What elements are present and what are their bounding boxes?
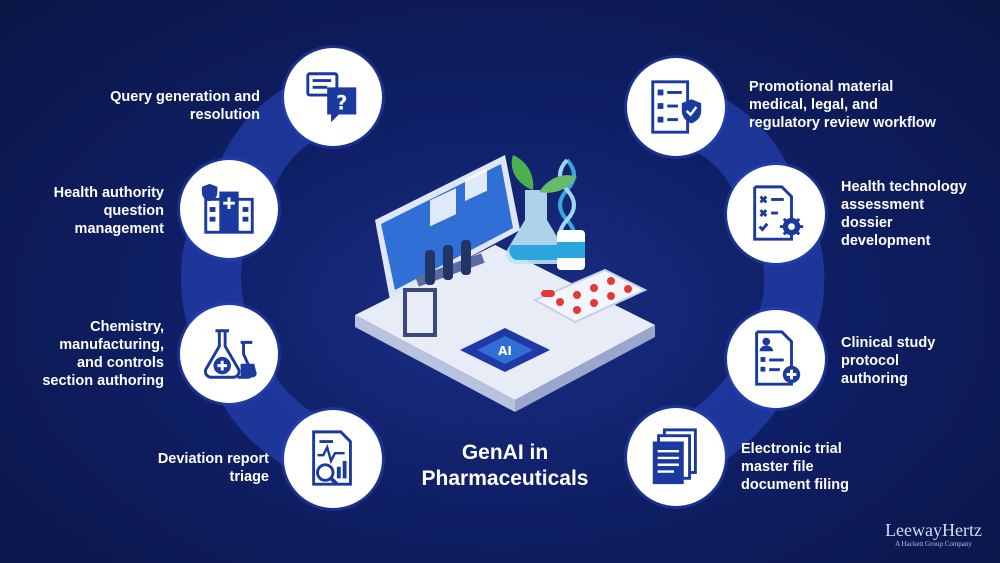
report-magnifier-icon <box>312 430 352 486</box>
lab-illustration: AI <box>355 155 655 412</box>
chat-question-icon: ? <box>306 72 357 123</box>
clinical-study-circle <box>727 310 825 408</box>
checklist-shield-icon <box>651 80 702 134</box>
chemistry-circle <box>180 305 278 403</box>
protocol-document-icon <box>755 330 801 386</box>
deviation-report-circle <box>284 410 382 508</box>
svg-text:?: ? <box>336 92 347 115</box>
electronic-trial-circle <box>627 408 725 506</box>
query-generation-circle: ? <box>284 48 382 146</box>
document-gear-icon <box>753 185 804 241</box>
health-authority-circle <box>180 160 278 258</box>
hospital-shield-icon <box>201 183 254 234</box>
health-technology-circle <box>727 165 825 263</box>
promotional-material-circle <box>627 58 725 156</box>
flask-icon <box>203 329 257 379</box>
brand-logo: LeewayHertz A Hackett Group Company <box>885 520 982 548</box>
document-stack-icon <box>652 428 697 485</box>
svg-text:AI: AI <box>498 344 512 358</box>
